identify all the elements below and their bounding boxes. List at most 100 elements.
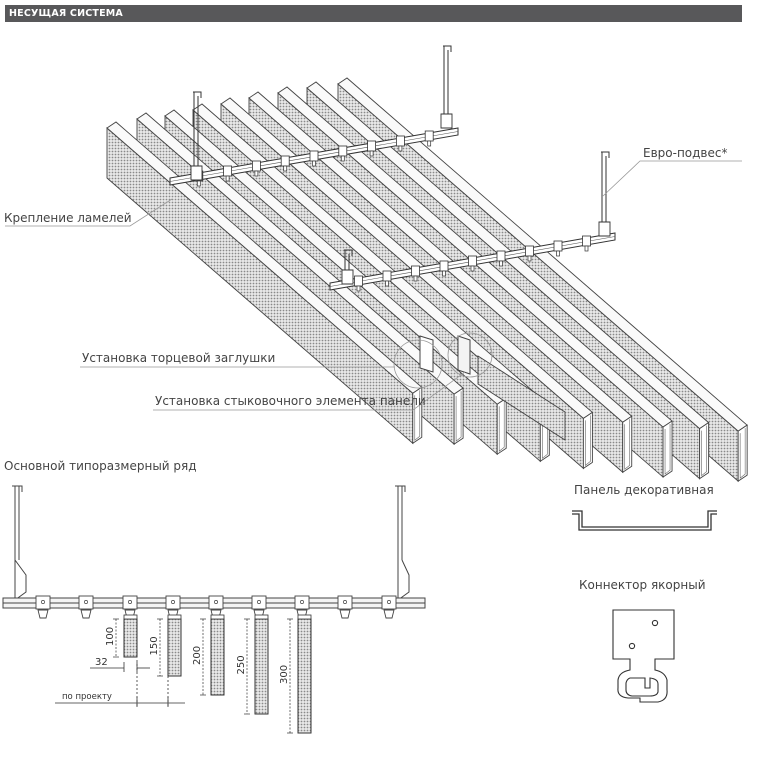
lamella-end bbox=[737, 424, 748, 482]
rail-clip-hole bbox=[387, 600, 391, 604]
lamella-end bbox=[662, 420, 673, 478]
lamella-end-inner bbox=[585, 415, 591, 467]
rail-clip-hook bbox=[37, 609, 49, 619]
header-bar: НЕСУЩАЯ СИСТЕМА bbox=[5, 5, 742, 22]
lamella-end-inner bbox=[664, 424, 671, 475]
joint-element bbox=[457, 335, 471, 375]
size-row-title: Основной типоразмерный ряд bbox=[4, 459, 197, 473]
callout-leaders bbox=[5, 160, 742, 411]
height-label: 100 bbox=[105, 627, 116, 646]
height-label: 200 bbox=[192, 646, 203, 665]
hanger-4-spring bbox=[341, 269, 354, 285]
rail-clip-hole bbox=[171, 600, 175, 604]
hanger-3-spring bbox=[598, 221, 611, 237]
size-bar bbox=[123, 618, 138, 658]
rail-clip-tab bbox=[312, 160, 316, 167]
lamella-end bbox=[582, 411, 593, 470]
rail-clip-tab bbox=[254, 170, 259, 177]
rail-clip-tab bbox=[340, 155, 345, 162]
rail-clip-tab bbox=[442, 270, 446, 277]
lamella-end-inner bbox=[541, 408, 548, 459]
lamella-end-inner bbox=[739, 428, 746, 479]
lamella-end-inner bbox=[414, 390, 421, 441]
rail-clip bbox=[424, 130, 434, 142]
rail-clip-hook bbox=[80, 609, 92, 619]
lamella-end-inner bbox=[455, 391, 462, 442]
end-cap bbox=[419, 335, 434, 373]
size-row-drawing bbox=[2, 485, 426, 609]
size-bar bbox=[254, 618, 269, 715]
rail-clip bbox=[280, 155, 290, 167]
rail-clip-tab bbox=[470, 265, 475, 272]
lamella-end bbox=[453, 387, 464, 445]
height-label: 150 bbox=[149, 636, 160, 655]
rail-clip-tab bbox=[385, 280, 389, 287]
rail-clip bbox=[439, 260, 449, 272]
size-bars: 100 150 200 250 300 bbox=[105, 614, 312, 734]
label-euro-hanger: Евро-подвес* bbox=[643, 146, 727, 160]
rail-clip bbox=[582, 235, 591, 247]
rail-clip-tab bbox=[584, 245, 589, 252]
lamella-end bbox=[622, 415, 633, 474]
rail-clip bbox=[395, 135, 405, 147]
rail-clip bbox=[354, 275, 363, 287]
rail-clip bbox=[525, 245, 534, 257]
size-bar bbox=[167, 618, 182, 677]
hanger-1-hook bbox=[443, 45, 452, 52]
size-bar bbox=[297, 618, 312, 734]
rail-clip-tab bbox=[499, 260, 503, 267]
spacing-dimension bbox=[55, 660, 185, 707]
rail-clip-tab bbox=[413, 275, 418, 282]
rail-clip-tab bbox=[369, 150, 374, 157]
rail-clip bbox=[338, 145, 348, 157]
rail-clip-tab bbox=[427, 140, 432, 147]
decor-panel-profile bbox=[572, 510, 717, 531]
height-label: 300 bbox=[279, 665, 290, 684]
rail-clip bbox=[553, 240, 563, 252]
rail-clip-hole bbox=[84, 600, 88, 604]
joint-panel bbox=[477, 355, 566, 441]
rail-clip-hole bbox=[41, 600, 45, 604]
hanger-3-hook bbox=[601, 151, 610, 158]
rail-clip-tab bbox=[356, 285, 361, 292]
size-bar-top bbox=[123, 614, 138, 620]
lamella-end-inner bbox=[498, 401, 505, 452]
rail-clip bbox=[223, 165, 233, 177]
rail-clip-tab bbox=[398, 145, 403, 152]
isometric-lamellas bbox=[106, 77, 748, 483]
isometric-carrier bbox=[169, 45, 616, 292]
lamella-end bbox=[699, 421, 710, 480]
size-bar-top bbox=[210, 614, 225, 620]
anchor-connector-title: Коннектор якорный bbox=[579, 578, 706, 592]
size-bar-top bbox=[254, 614, 269, 620]
size-bar bbox=[210, 618, 225, 696]
rail-clip-tab bbox=[527, 255, 532, 262]
rail-clip bbox=[411, 265, 420, 277]
height-label: 250 bbox=[236, 655, 247, 674]
rail-clips bbox=[35, 595, 397, 619]
rail-clip-hook bbox=[383, 609, 395, 619]
width-value: 32 bbox=[95, 657, 108, 668]
header-title: НЕСУЩАЯ СИСТЕМА bbox=[9, 8, 123, 19]
label-joint-element: Установка стыковочного элемента панели bbox=[155, 394, 426, 408]
rail-clip-hole bbox=[257, 600, 261, 604]
rail-clip-tab bbox=[225, 175, 230, 182]
hanger-2-hook bbox=[193, 91, 202, 98]
rail-clip bbox=[251, 160, 261, 172]
rail-clip-hook bbox=[339, 609, 351, 619]
rail-clip-hole bbox=[214, 600, 218, 604]
rail-clip-tab bbox=[196, 180, 201, 187]
size-bar-top bbox=[297, 614, 312, 620]
label-lamella-mount: Крепление ламелей bbox=[4, 211, 132, 225]
label-end-cap: Установка торцевой заглушки bbox=[82, 351, 275, 365]
lamella-end-inner bbox=[624, 419, 631, 470]
rail-clip bbox=[496, 250, 506, 262]
rail-clip-hole bbox=[128, 600, 132, 604]
hanger-2-spring bbox=[190, 165, 203, 181]
lamella-end-inner bbox=[701, 425, 707, 477]
rail-clip bbox=[367, 140, 377, 152]
size-bar-top bbox=[167, 614, 182, 620]
rail-clip bbox=[468, 255, 477, 267]
spacing-value: по проекту bbox=[62, 692, 112, 702]
